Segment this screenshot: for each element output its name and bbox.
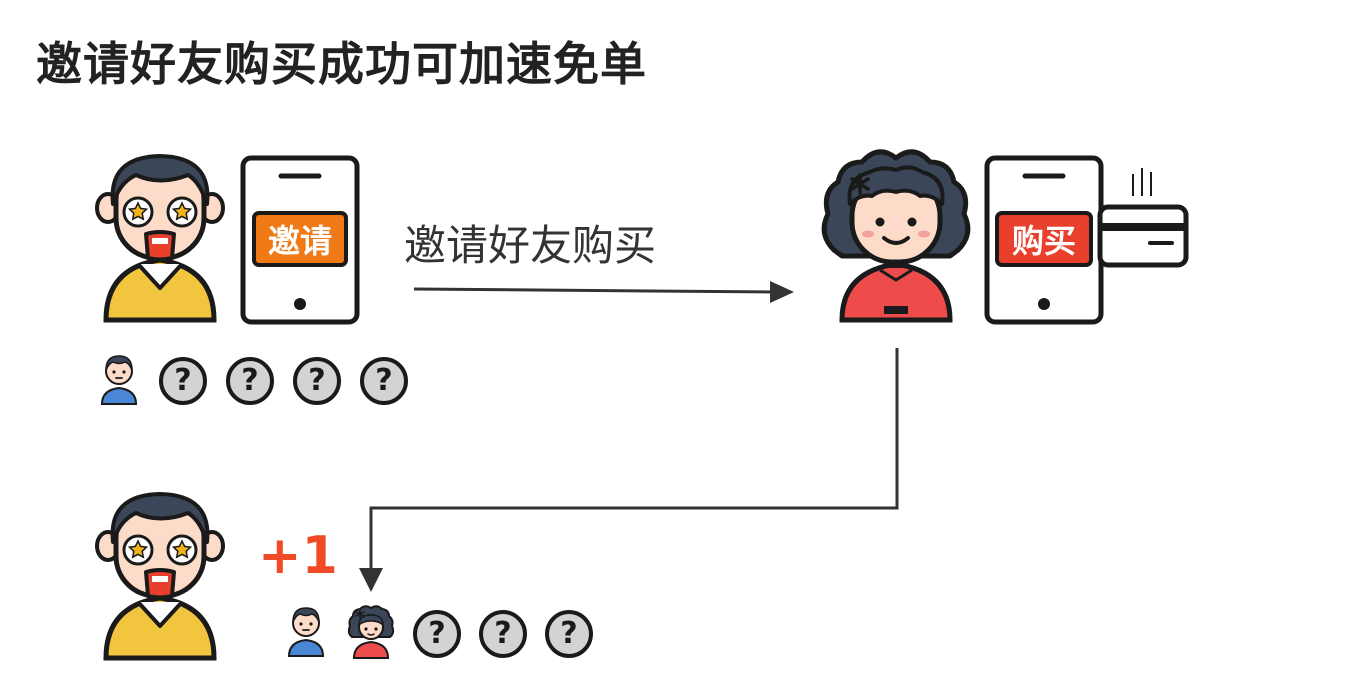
question-mark-icon: ? [494,616,512,651]
buy-button[interactable]: 购买 [995,211,1093,267]
lady-avatar-icon [347,605,395,659]
credit-card-icon [1097,168,1189,268]
question-mark-icon: ? [560,616,578,651]
invite-friends-buy-label: 邀请好友购买 [404,221,657,270]
inviter-man-figure-result [97,494,223,658]
return-arrow [359,348,899,592]
invite-button[interactable]: 邀请 [252,211,348,267]
plus-one-label: +1 [258,526,338,586]
question-mark-icon: ? [308,363,326,398]
question-mark-icon: ? [428,616,446,651]
friend-avatar-icon [101,355,137,405]
question-mark-icon: ? [241,363,259,398]
invite-arrow [413,281,794,303]
friend-avatar-icon-result [288,607,324,657]
inviter-man-figure [97,156,223,320]
page-title: 邀请好友购买成功可加速免单 [36,37,647,91]
friend-lady-figure [824,152,968,320]
question-mark-icon: ? [174,363,192,398]
question-mark-icon: ? [375,363,393,398]
